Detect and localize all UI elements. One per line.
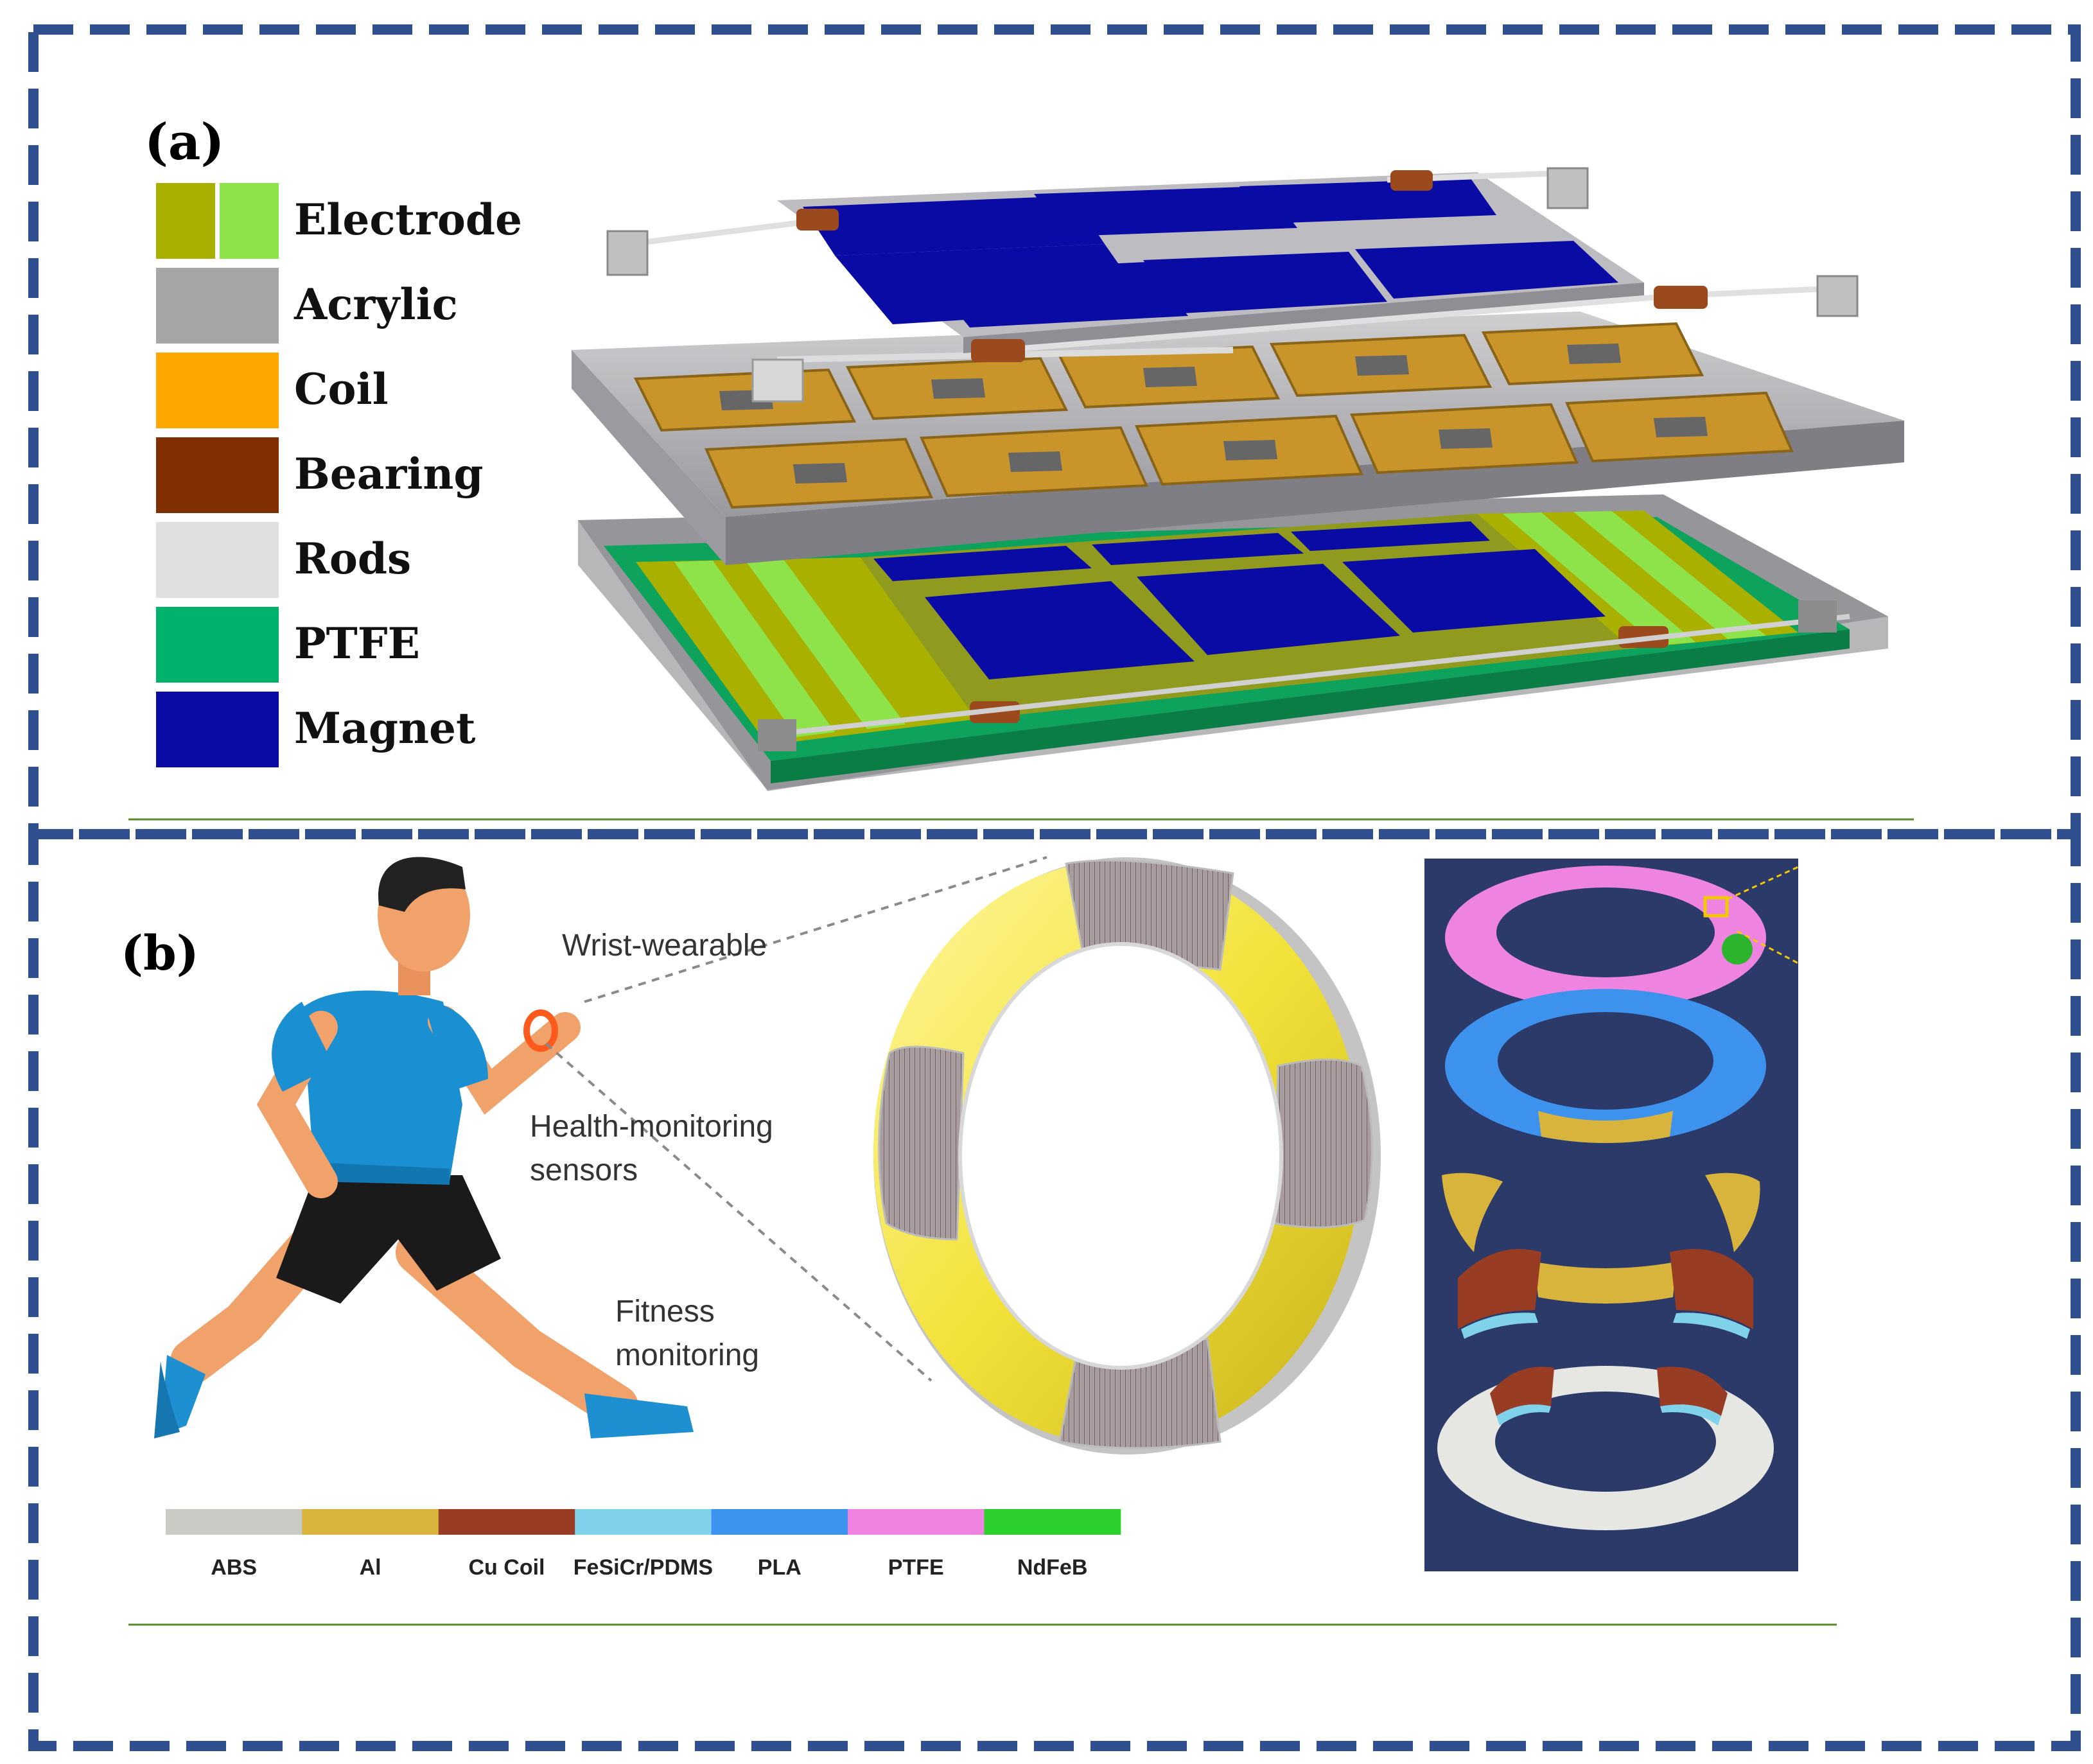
callout-health-monitoring-2: sensors <box>530 1153 638 1187</box>
material-swatch <box>711 1509 848 1535</box>
legend-swatch <box>156 692 279 767</box>
callout-health-monitoring-1: Health-monitoring <box>530 1110 773 1144</box>
material-label: PLA <box>758 1555 801 1580</box>
legend-swatch <box>156 183 215 259</box>
material-pla: PLA <box>711 1509 848 1580</box>
legend-swatch <box>220 183 279 259</box>
material-cu-coil: Cu Coil <box>438 1509 575 1580</box>
callout-fitness-monitoring-1: Fitness <box>615 1295 715 1329</box>
material-fesicr-pdms: FeSiCr/PDMS <box>574 1509 713 1580</box>
material-swatch <box>984 1509 1121 1535</box>
legend-item-bearing: Bearing <box>156 437 484 513</box>
material-abs: ABS <box>166 1509 302 1580</box>
callout-lines <box>545 856 1047 1382</box>
legend-label: PTFE <box>294 618 420 668</box>
exploded-layers <box>1424 859 1799 1571</box>
coil-cell <box>1564 391 1794 463</box>
coil-cell <box>704 437 934 509</box>
material-label: Al <box>360 1555 381 1580</box>
coil-grid <box>633 322 1794 509</box>
legend-item-electrode: Electrode <box>156 183 522 259</box>
panel-b-frame <box>28 829 2081 1751</box>
legend-swatch <box>156 437 279 513</box>
bottom-layer <box>578 494 1888 791</box>
legend-item-ptfe: PTFE <box>156 607 420 683</box>
legend-item-magnet: Magnet <box>156 692 476 767</box>
device-illustration <box>572 167 1904 791</box>
legend-label: Rods <box>294 534 411 584</box>
material-al: Al <box>302 1509 439 1580</box>
panel-a-label: (a) <box>144 113 224 171</box>
coil-cell <box>1349 403 1579 475</box>
legend-swatch <box>156 268 279 344</box>
material-swatch <box>848 1509 985 1535</box>
material-label: FeSiCr/PDMS <box>574 1555 713 1580</box>
material-swatch <box>166 1509 302 1535</box>
legend-label: Electrode <box>294 195 522 245</box>
legend-label: Coil <box>294 364 389 414</box>
legend-swatch <box>156 607 279 683</box>
material-label: ABS <box>211 1555 257 1580</box>
legend-item-coil: Coil <box>156 353 389 428</box>
coil-cell <box>633 368 857 432</box>
coil-cell <box>1134 414 1364 486</box>
material-label: NdFeB <box>1017 1555 1088 1580</box>
coil-cell <box>845 356 1069 421</box>
material-label: PTFE <box>888 1555 944 1580</box>
callout-wrist-wearable: Wrist-wearable <box>562 929 767 963</box>
material-swatch <box>438 1509 575 1535</box>
coil-cell <box>1269 333 1493 397</box>
top-layer <box>606 167 1859 362</box>
material-legend: ABS Al Cu Coil FeSiCr/PDMS PLA PTFE NdFeB <box>166 1509 1121 1580</box>
coil-cell <box>1057 345 1281 409</box>
legend-swatch <box>156 353 279 428</box>
coil-cell <box>919 426 1149 498</box>
coil-cell <box>1481 322 1704 386</box>
material-ndfeb: NdFeB <box>984 1509 1121 1580</box>
material-swatch <box>302 1509 439 1535</box>
legend-swatch <box>156 522 279 598</box>
legend-label: Bearing <box>294 449 484 499</box>
material-swatch <box>575 1509 712 1535</box>
legend-item-rods: Rods <box>156 522 411 598</box>
middle-layer <box>572 311 1904 565</box>
material-ptfe: PTFE <box>848 1509 985 1580</box>
torus-device <box>873 857 1381 1454</box>
material-label: Cu Coil <box>469 1555 545 1580</box>
callout-fitness-monitoring-2: monitoring <box>615 1338 759 1372</box>
legend-label: Acrylic <box>293 279 458 329</box>
legend-label: Magnet <box>294 703 476 753</box>
runner-figure <box>154 857 694 1438</box>
panel-b-label: (b) <box>121 926 199 981</box>
legend-item-acrylic: Acrylic <box>156 268 458 344</box>
